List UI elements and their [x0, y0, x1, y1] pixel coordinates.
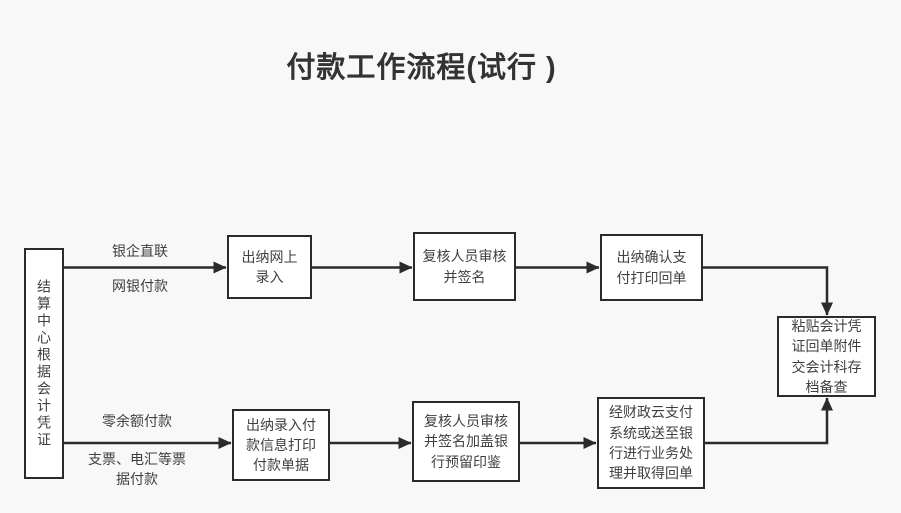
top-step-2-box: 复核人员审核 并签名 [413, 232, 516, 301]
bottom-step-1-box: 出纳录入付 款信息打印 付款单据 [232, 409, 330, 481]
top-branch-label-below: 网银付款 [112, 278, 168, 294]
bottom-branch-label-above: 零余额付款 [102, 413, 172, 429]
bottom-step-3-box: 经财政云支付 系统或送至银 行进行业务处 理并取得回单 [597, 397, 705, 489]
top-step-1-box: 出纳网上 录入 [227, 235, 312, 299]
arrow-top3-to-end [703, 266, 833, 316]
bottom-step-2-box: 复核人员审核 并签名加盖银 行预留印鉴 [412, 401, 520, 482]
end-box-archive: 粘贴会计凭 证回单附件 交会计科存 档备查 [777, 316, 876, 397]
top-step-3-box: 出纳确认支 付打印回单 [600, 234, 703, 301]
top-branch-label-above: 银企直联 [112, 243, 168, 259]
page-title: 付款工作流程(试行 ) [286, 52, 557, 84]
arrow-bottom3-to-end [705, 397, 833, 445]
start-box-settlement-center: 结算中心根据会计凭证 [24, 248, 64, 479]
bottom-branch-label-below: 支票、电汇等票 据付款 [88, 451, 186, 487]
